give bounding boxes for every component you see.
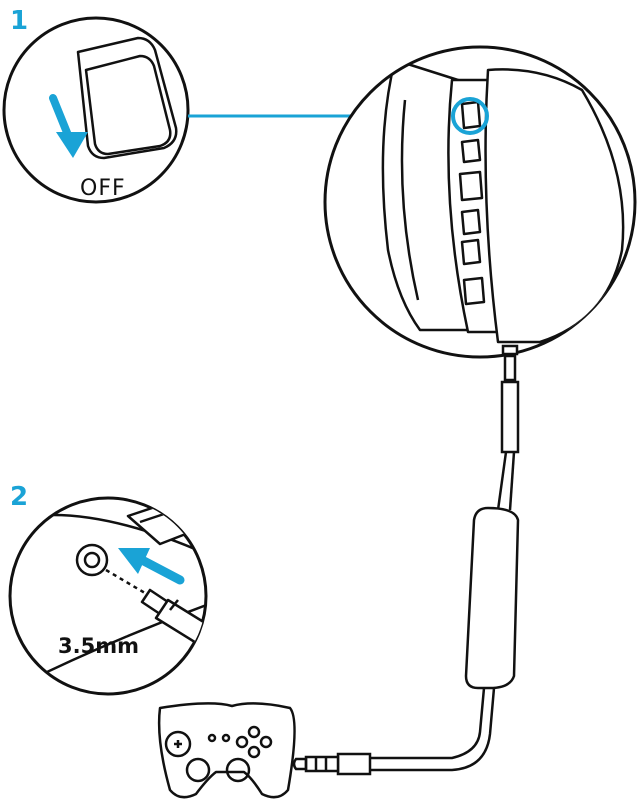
power-switch-detail <box>2 16 190 204</box>
step-1-number: 1 <box>10 6 29 36</box>
jack-size-label: 3.5mm <box>58 634 139 658</box>
off-label: OFF <box>80 176 126 201</box>
audio-plug <box>292 752 372 776</box>
usb-port <box>462 276 486 306</box>
headset-cable <box>368 344 520 772</box>
insert-direction-arrow <box>118 548 185 585</box>
inline-controller <box>464 506 520 690</box>
power-button <box>460 100 482 130</box>
switch-direction-arrow <box>49 94 88 158</box>
headset-button-3 <box>460 208 482 236</box>
headset-button-4 <box>460 238 482 266</box>
power-switch <box>84 54 172 156</box>
power-button-highlight <box>451 97 489 135</box>
headset-button-1 <box>460 138 482 164</box>
gamepad-icon <box>157 702 296 799</box>
step-2-number: 2 <box>10 482 29 512</box>
earcup-detail <box>323 45 637 359</box>
headset-button-2 <box>458 170 484 202</box>
audio-jack-detail <box>8 496 208 696</box>
audio-jack-port <box>75 543 109 577</box>
